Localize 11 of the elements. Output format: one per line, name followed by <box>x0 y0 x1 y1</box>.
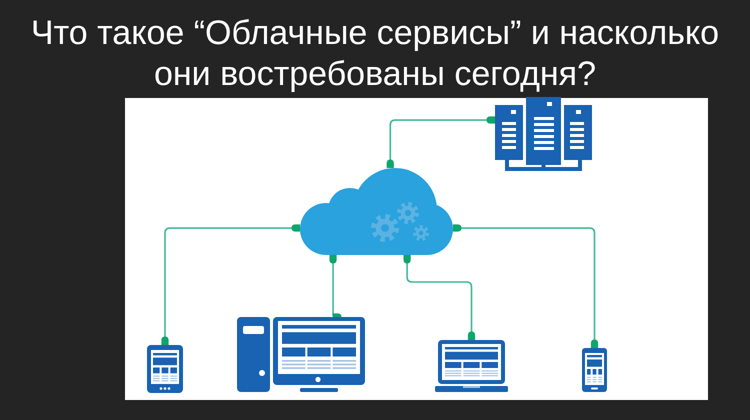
connector-line <box>453 224 598 348</box>
server-rack-icon <box>495 97 592 172</box>
title: Что такое “Облачные сервисы” и насколько они востребованы сегодня? <box>30 13 720 95</box>
laptop-icon <box>435 340 508 392</box>
cloud-icon <box>300 168 453 255</box>
connector-line <box>386 116 495 168</box>
connector-line <box>404 255 476 340</box>
connector-line <box>161 224 300 345</box>
tablet-icon <box>147 345 183 393</box>
smartphone-icon <box>582 348 607 392</box>
desktop-computer-icon <box>237 317 365 392</box>
